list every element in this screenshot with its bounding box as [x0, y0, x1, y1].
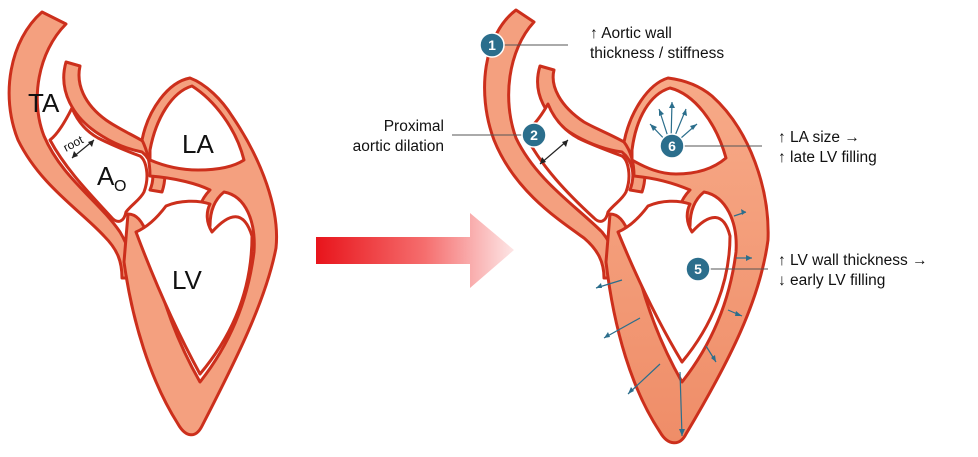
remodeled-heart	[485, 10, 769, 443]
ao-subscript: O	[114, 178, 126, 195]
annotation-1-line-1: ↑ Aortic wall	[590, 25, 672, 42]
annotation-2-line-1: Proximal	[384, 118, 444, 135]
badge-5-number: 5	[694, 261, 702, 277]
annotation-5-line-2: ↓ early LV filling	[778, 272, 885, 289]
annotation-6-line-2: ↑ late LV filling	[778, 149, 877, 166]
lv-label: LV	[172, 265, 203, 295]
right-arrow-icon	[316, 213, 514, 288]
ta-label: TA	[28, 88, 60, 118]
badge-6-number: 6	[668, 138, 676, 154]
badge-1-number: 1	[488, 37, 496, 53]
la-label: LA	[182, 129, 214, 159]
annotation-6-line-1: ↑ LA size →	[778, 129, 860, 146]
normal-heart	[9, 12, 276, 435]
annotation-5-line-1: ↑ LV wall thickness →	[778, 252, 928, 269]
ao-label: A	[97, 161, 115, 191]
annotation-2-line-2: aortic dilation	[353, 138, 444, 155]
annotation-1-line-2: thickness / stiffness	[590, 45, 724, 62]
badge-2-number: 2	[530, 127, 538, 143]
